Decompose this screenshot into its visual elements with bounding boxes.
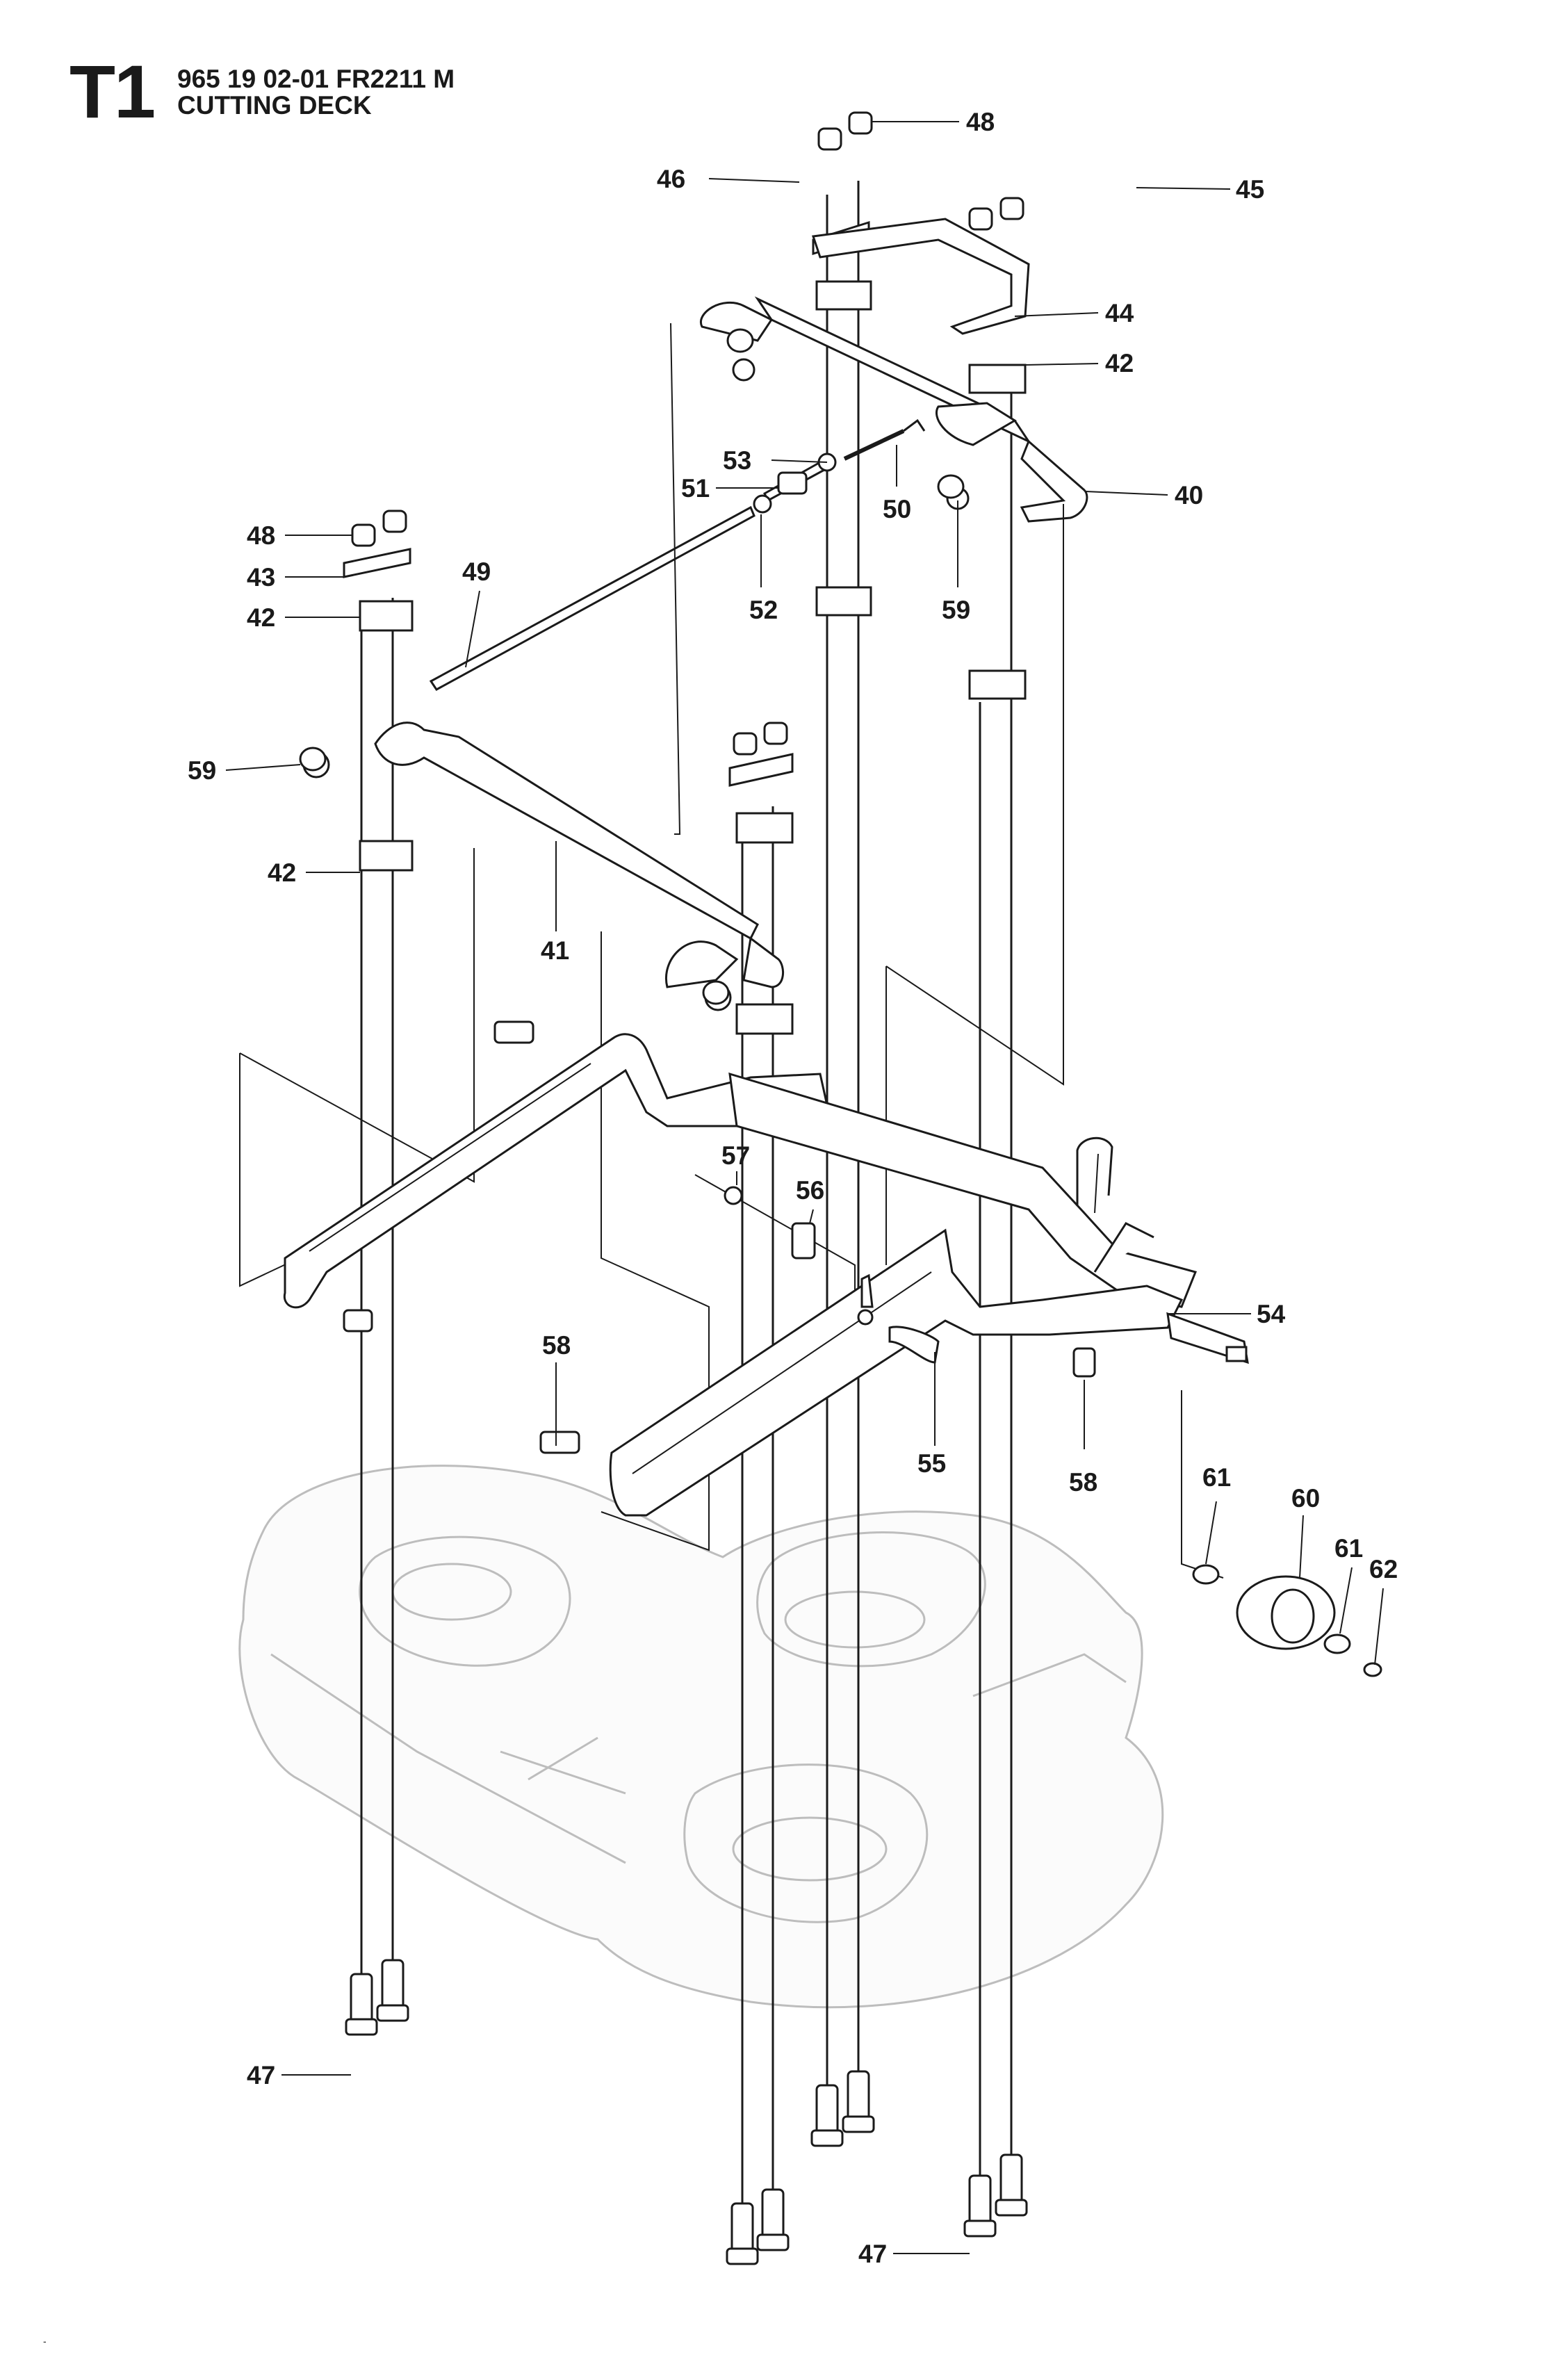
part-label-52: 52 (749, 596, 778, 624)
part-label-43: 43 (247, 563, 275, 592)
lift-shafts (302, 296, 1088, 1011)
part-label-49: 49 (462, 557, 491, 586)
part-label-57: 57 (721, 1141, 750, 1170)
part-label-54: 54 (1257, 1300, 1286, 1328)
part-label-48-left: 48 (247, 521, 275, 550)
hanger-arms (283, 1033, 1249, 1517)
diagram-title: CUTTING DECK (177, 91, 372, 120)
part-label-53: 53 (723, 446, 751, 475)
bolts-47 (345, 1959, 1028, 2265)
part-label-51: 51 (681, 474, 710, 503)
part-label-59-right: 59 (942, 596, 970, 624)
part-label-45: 45 (1236, 175, 1264, 204)
part-label-58-left: 58 (542, 1331, 571, 1360)
section-code: T1 (70, 49, 156, 133)
part-label-61-left: 61 (1202, 1463, 1231, 1492)
reference-frames (239, 323, 1224, 1579)
part-label-44: 44 (1105, 299, 1134, 327)
part-label-59-left: 59 (188, 756, 216, 785)
nuts-and-brackets (343, 111, 1030, 1035)
part-label-42-left-top: 42 (247, 603, 275, 632)
part-label-56: 56 (796, 1176, 824, 1205)
part-label-55: 55 (917, 1449, 946, 1478)
deck-housing (238, 1465, 1164, 2009)
part-label-48-top: 48 (966, 108, 995, 136)
page-header: T1 965 19 02-01 FR2211 M CUTTING DECK (0, 0, 1568, 153)
part-label-62: 62 (1369, 1555, 1398, 1583)
part-label-50: 50 (883, 495, 911, 523)
part-label-42-upper-right: 42 (1105, 349, 1134, 377)
part-label-47-left: 47 (247, 2061, 275, 2089)
part-label-58-right: 58 (1069, 1468, 1097, 1497)
part-label-60: 60 (1291, 1484, 1320, 1513)
part-label-42-left-bottom: 42 (268, 858, 296, 887)
leader-lines (225, 121, 1384, 2254)
small-hardware (299, 328, 1382, 1677)
part-label-61-right: 61 (1334, 1534, 1363, 1563)
part-labels: 48 46 45 44 42 40 53 51 50 52 59 48 43 4… (188, 108, 1398, 2268)
part-label-41: 41 (541, 936, 569, 965)
model-number: 965 19 02-01 FR2211 M (177, 65, 455, 93)
part-label-46: 46 (657, 165, 685, 193)
part-label-47-bottom: 47 (858, 2240, 887, 2268)
footer-mark: - (43, 2336, 47, 2347)
part-label-40: 40 (1175, 481, 1203, 510)
